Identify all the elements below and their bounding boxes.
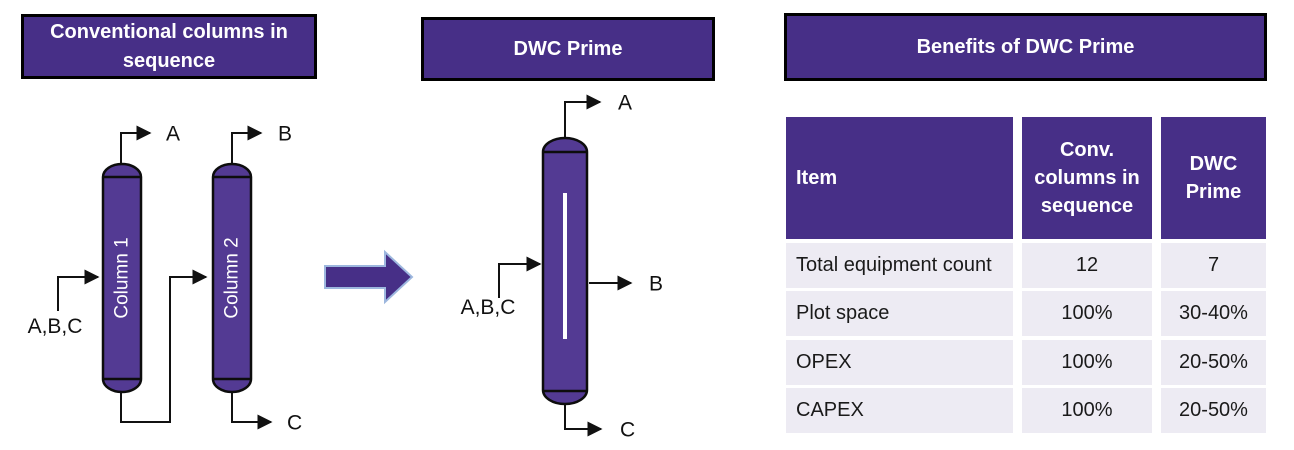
column2-vessel xyxy=(211,162,253,394)
column1-vessel xyxy=(101,162,143,394)
table-cell-conv: 100% xyxy=(1022,291,1152,336)
table-cell-conv: 100% xyxy=(1022,339,1152,385)
dwc-feed-label: A,B,C xyxy=(461,296,516,319)
dwc-bottoms-line xyxy=(564,404,603,437)
table-cell-item: OPEX xyxy=(786,339,1013,385)
table-cell-item: Plot space xyxy=(786,291,1013,336)
process-diagrams: A B A,B,C C Column 1 Column 2 A A,B,C B xyxy=(28,92,663,442)
dwc-prime-diagram: A A,B,C B C xyxy=(461,92,663,442)
dwc-side-draw-label: B xyxy=(649,273,663,296)
feed-line xyxy=(57,269,100,311)
table-header-item: Item xyxy=(786,117,1013,239)
table-cell-dwc: 20-50% xyxy=(1161,339,1266,385)
table-cell-dwc: 20-50% xyxy=(1161,388,1266,433)
bottoms-line xyxy=(231,392,273,430)
left-panel-title: Conventional columns in sequence xyxy=(21,14,317,79)
table-cell-conv: 12 xyxy=(1022,242,1152,288)
table-cell-item: CAPEX xyxy=(786,388,1013,433)
column1-overhead-line xyxy=(120,125,152,163)
dwc-feed-line xyxy=(498,256,542,298)
benefits-table: Item Conv. columns in sequence DWC Prime… xyxy=(786,117,1266,433)
dwc-bottoms-label: C xyxy=(620,419,635,442)
table-cell-item: Total equipment count xyxy=(786,242,1013,288)
column1-overhead-label: A xyxy=(166,123,180,146)
dwc-overhead-label: A xyxy=(618,92,632,115)
table-header-conv: Conv. columns in sequence xyxy=(1022,117,1152,239)
table-cell-dwc: 30-40% xyxy=(1161,291,1266,336)
feed-label: A,B,C xyxy=(28,315,83,338)
benefits-table-title: Benefits of DWC Prime xyxy=(784,13,1267,81)
table-header-dwc: DWC Prime xyxy=(1161,117,1266,239)
column2-label: Column 2 xyxy=(222,237,243,318)
column1-to-column2-line xyxy=(120,269,208,423)
conventional-columns-diagram: A B A,B,C C Column 1 Column 2 xyxy=(28,123,303,435)
bottoms-label: C xyxy=(287,412,302,435)
transition-arrow-icon xyxy=(324,249,414,305)
column2-overhead-line xyxy=(231,125,263,163)
dwc-overhead-line xyxy=(564,94,602,137)
table-cell-conv: 100% xyxy=(1022,388,1152,433)
column1-label: Column 1 xyxy=(112,237,133,318)
dwc-prime-title: DWC Prime xyxy=(421,17,715,81)
column2-overhead-label: B xyxy=(278,123,292,146)
table-cell-dwc: 7 xyxy=(1161,242,1266,288)
